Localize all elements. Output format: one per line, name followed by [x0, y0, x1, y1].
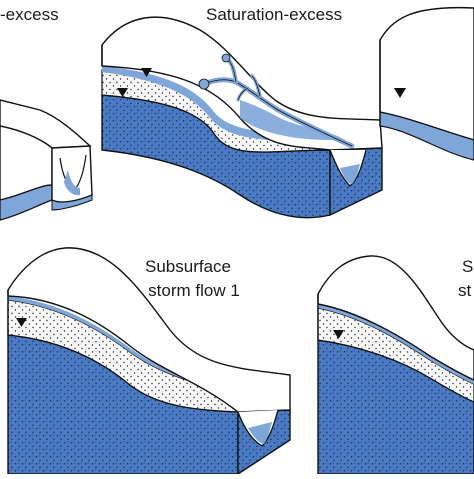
panel-bottom-right-block	[317, 255, 474, 475]
panel-label-bottom-center-line1: Subsurface	[145, 257, 231, 276]
water-table-marker-bottom-left	[16, 318, 27, 327]
panel-top-center-block	[101, 16, 383, 219]
panel-top-left-block	[0, 99, 93, 221]
water-table-marker-right	[394, 88, 406, 98]
water-table-marker-upper	[141, 68, 152, 77]
panel-bottom-center-block	[7, 247, 291, 476]
panel-label-bottom-right-line1: S	[462, 257, 474, 276]
panel-label-top-left: -excess	[0, 5, 59, 24]
panel-label-bottom-right-line2: st	[458, 281, 472, 300]
water-table-marker-bottom-right	[333, 330, 344, 339]
panel-label-top-center: Saturation-excess	[206, 5, 343, 24]
water-table-marker-lower	[117, 88, 128, 97]
panel-top-right-block	[379, 6, 474, 161]
panel-label-bottom-center-line2: storm flow 1	[148, 281, 240, 300]
